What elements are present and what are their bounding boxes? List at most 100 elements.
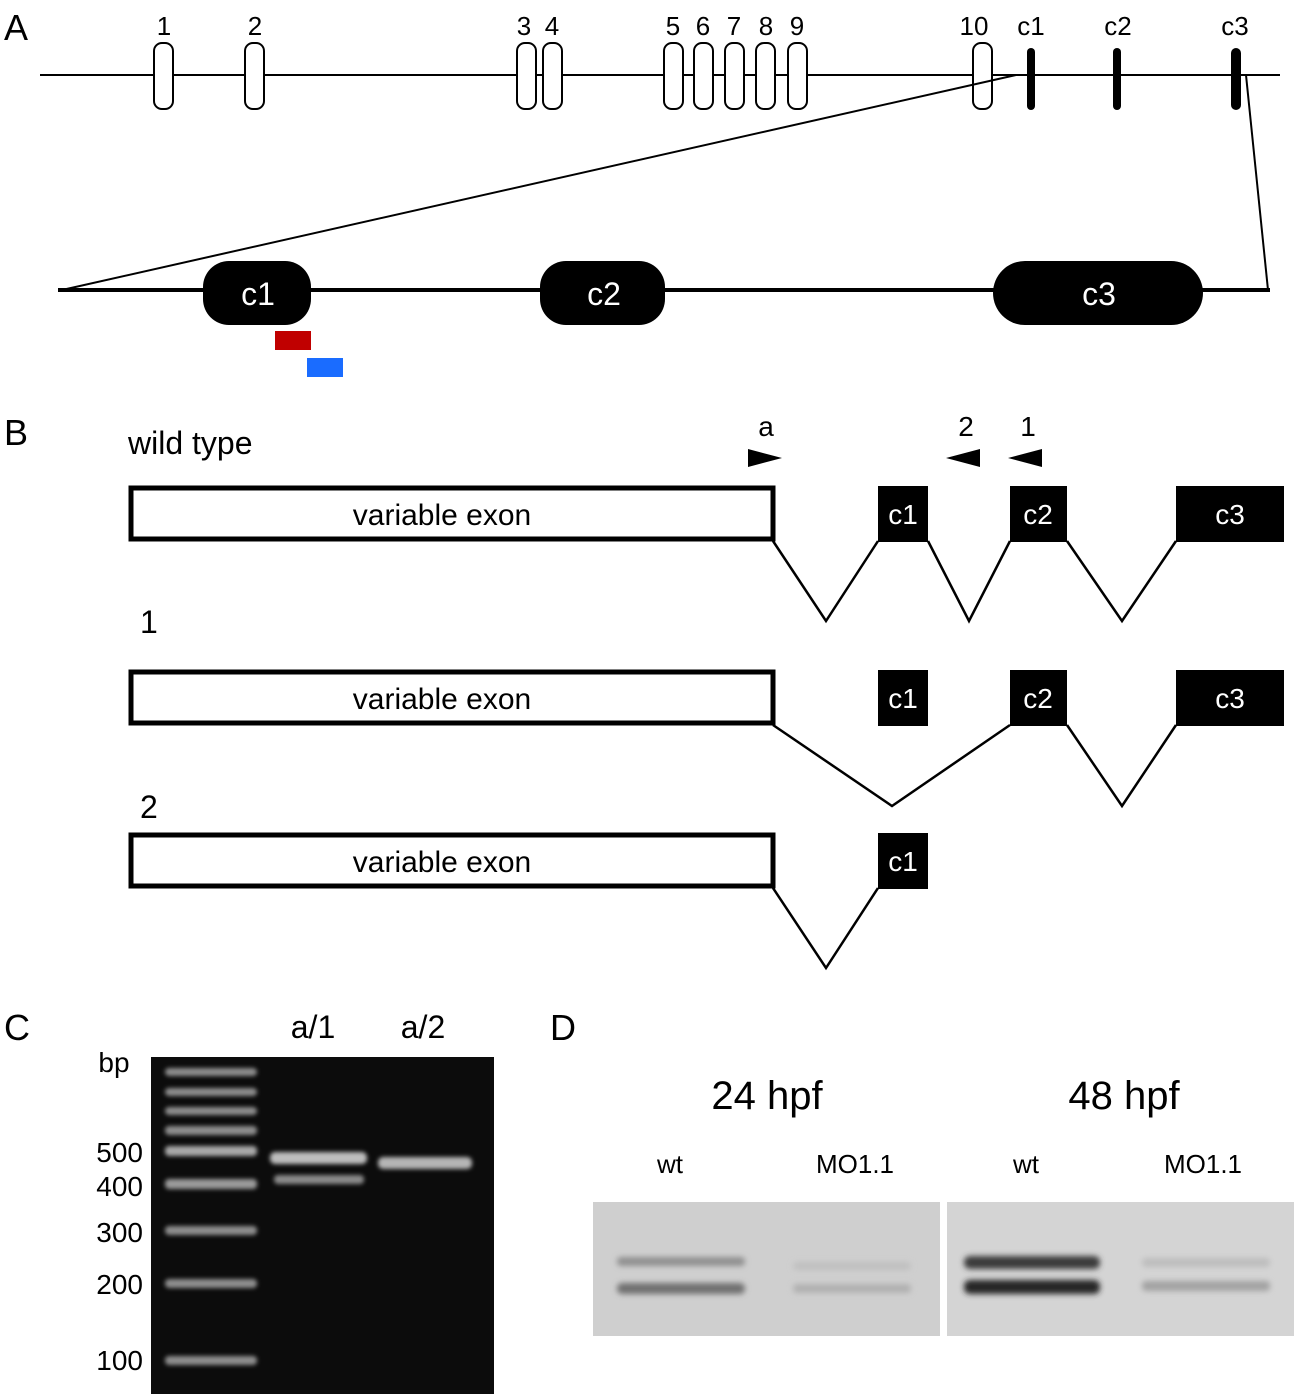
constant-exon-c2 [1113,48,1121,110]
ladder-size-label: 200 [96,1269,143,1300]
timepoint-label: 24 hpf [711,1074,823,1118]
dna-ladder [165,1068,257,1365]
exon-label: c1 [888,683,918,714]
constant-exon-c1 [1027,48,1035,110]
ladder-size-label: 100 [96,1345,143,1376]
exon-number: 3 [517,11,531,41]
primer-label-a: a [758,411,774,442]
variable-exon-label: variable exon [353,683,531,716]
blot-24hpf-bands [617,1257,911,1294]
exon-number: 1 [157,11,171,41]
variable-exon-1 [153,42,174,110]
exon-label: c2 [1023,499,1053,530]
primer-arrow-a [748,449,782,467]
exon-number: 4 [545,11,559,41]
transcript-variant-2: 2 variable exon c1 [128,789,928,971]
panel-a: A 1 2 3 4 5 6 7 8 9 10 [4,7,1280,377]
exon-c2 [1010,670,1067,726]
exon-number: 9 [790,11,804,41]
timepoint-label: 48 hpf [1068,1074,1180,1118]
variable-exon-10 [972,42,993,110]
zoom-exon-label: c1 [241,276,275,312]
variable-exon-6 [693,42,714,110]
exon-number: 7 [727,11,741,41]
panel-c: C a/1 a/2 bp 500 400 300 200 100 [4,1007,494,1394]
splice-junctions [771,540,880,624]
panel-b: B a 2 1 wild type variable exon c1 c2 c3 [4,411,1284,971]
transcript-variant-1: 1 variable exon c1 c2 c3 [128,604,1284,809]
gel-bands [270,1152,472,1184]
exon-label: c1 [888,846,918,877]
lane-label: a/1 [291,1009,335,1045]
splice-junctions [771,887,880,971]
exon-number: 5 [666,11,680,41]
zoom-exon-c1 [203,261,311,325]
splice-junctions [772,723,1011,808]
exon-label: c3 [1215,499,1245,530]
zoom-connector-right [1245,74,1269,291]
variable-exon-box [128,832,776,889]
variable-exon-numbers: 1 2 3 4 5 6 7 8 9 10 [157,11,989,41]
exon-c3 [1176,486,1284,542]
transcript-title: 1 [140,604,158,640]
exon-number: 2 [248,11,262,41]
morpholino-red-mark [275,331,311,350]
zoom-exon-c2 [540,261,665,325]
lane-label: wt [656,1149,684,1179]
zoom-exon-c3 [993,261,1203,325]
exon-number: 10 [960,11,989,41]
blot-48hpf-bands [964,1256,1270,1294]
ladder-size-label: 500 [96,1137,143,1168]
variable-exon-5 [663,42,684,110]
panel-d: D 24 hpf 48 hpf wt MO1.1 wt MO1.1 [550,1007,1294,1336]
exon-c2 [1010,486,1067,542]
transcript-title: 2 [140,789,158,825]
splice-junctions [1065,724,1178,809]
variable-exon-box [128,485,776,542]
variable-exon-box [128,669,776,726]
primer-label-2: 2 [958,411,974,442]
constant-exon-label: c1 [1017,11,1044,41]
panel-c-label: C [4,1007,30,1048]
ladder-size-label: 300 [96,1217,143,1248]
units-label: bp [98,1047,129,1078]
variable-exon-4 [542,42,563,110]
transcript-title: wild type [127,425,253,461]
variable-exon-9 [787,42,808,110]
variable-exon-8 [755,42,776,110]
panel-b-label: B [4,412,28,453]
transcript-wild-type: wild type variable exon c1 c2 c3 [127,425,1284,624]
constant-exon-c3 [1231,48,1241,110]
primer-label-1: 1 [1020,411,1036,442]
constant-exons [1027,48,1241,110]
lane-label: a/2 [401,1009,445,1045]
morpholino-blue-mark [307,358,343,377]
exon-c3 [1176,670,1284,726]
lane-label: MO1.1 [1164,1149,1242,1179]
constant-exon-label: c2 [1104,11,1131,41]
variable-exon-label: variable exon [353,499,531,532]
exon-c1 [878,833,928,889]
exon-label: c3 [1215,683,1245,714]
panel-a-label: A [4,7,28,48]
exon-number: 6 [696,11,710,41]
variable-exon-2 [244,42,265,110]
zoom-exon-label: c3 [1082,276,1116,312]
ladder-size-label: 400 [96,1171,143,1202]
lane-label: wt [1012,1149,1040,1179]
splice-junctions [1065,540,1178,624]
primer-arrow-2 [946,449,980,467]
zoom-connector-left [61,74,1017,291]
variable-exons [153,42,993,110]
variable-exon-3 [516,42,537,110]
zoom-exon-label: c2 [587,276,621,312]
exon-c1 [878,486,928,542]
variable-exon-7 [724,42,745,110]
variable-exon-label: variable exon [353,846,531,879]
splice-junctions [926,540,1012,624]
constant-exon-label: c3 [1221,11,1248,41]
panel-d-label: D [550,1007,576,1048]
exon-number: 8 [759,11,773,41]
exon-label: c2 [1023,683,1053,714]
lane-label: MO1.1 [816,1149,894,1179]
